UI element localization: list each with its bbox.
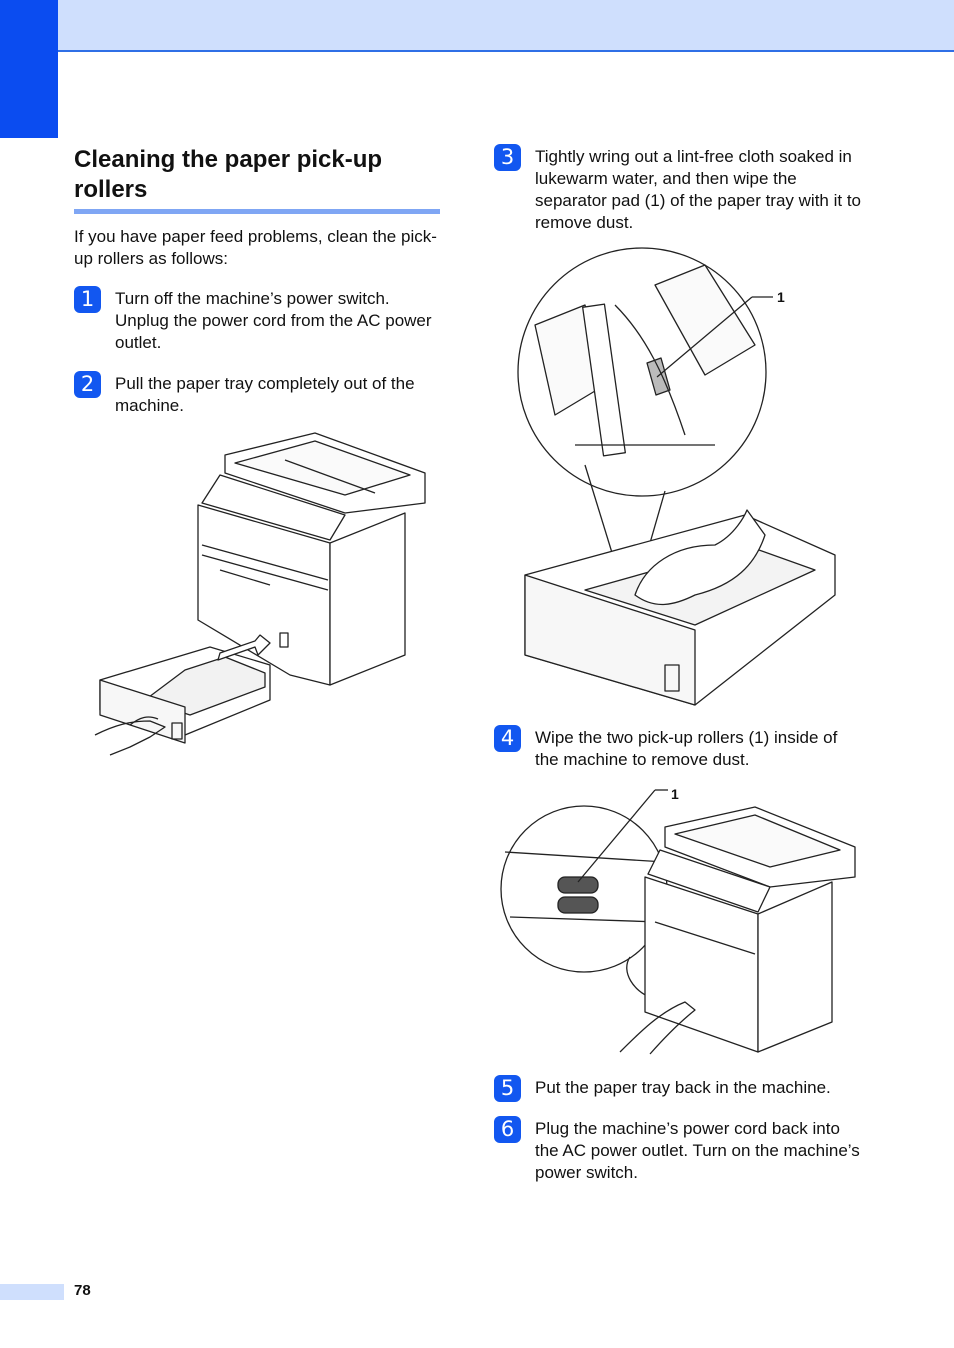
separator-pad-callout: 1	[777, 289, 785, 305]
step-4-badge: 4	[494, 725, 521, 752]
step-3-badge: 3	[494, 144, 521, 171]
printer-tray-out-illustration	[94, 432, 426, 756]
intro-text: If you have paper feed problems, clean t…	[74, 227, 437, 268]
footer-band	[0, 1284, 64, 1300]
step-6-text: Plug the machine’s power cord back into …	[535, 1119, 860, 1182]
page-number: 78	[74, 1282, 91, 1299]
step-4-text: Wipe the two pick-up rollers (1) inside …	[535, 728, 838, 769]
step-5-badge: 5	[494, 1075, 521, 1102]
step-6-badge: 6	[494, 1116, 521, 1143]
step-1-text: Turn off the machine’s power switch. Unp…	[115, 289, 432, 352]
chapter-tab	[0, 0, 58, 138]
pickup-rollers-illustration	[500, 789, 856, 1055]
header-band	[0, 0, 954, 52]
pickup-rollers-callout: 1	[671, 786, 679, 802]
step-2-badge: 2	[74, 371, 101, 398]
step-3-text: Tightly wring out a lint-free cloth soak…	[535, 147, 862, 232]
section-title: Cleaning the paper pick-up rollers	[74, 146, 383, 203]
step-1-badge: 1	[74, 286, 101, 313]
step-5-text: Put the paper tray back in the machine.	[535, 1078, 831, 1097]
separator-pad-illustration	[517, 247, 836, 706]
step-2-text: Pull the paper tray completely out of th…	[115, 374, 415, 415]
title-rule	[74, 209, 440, 214]
